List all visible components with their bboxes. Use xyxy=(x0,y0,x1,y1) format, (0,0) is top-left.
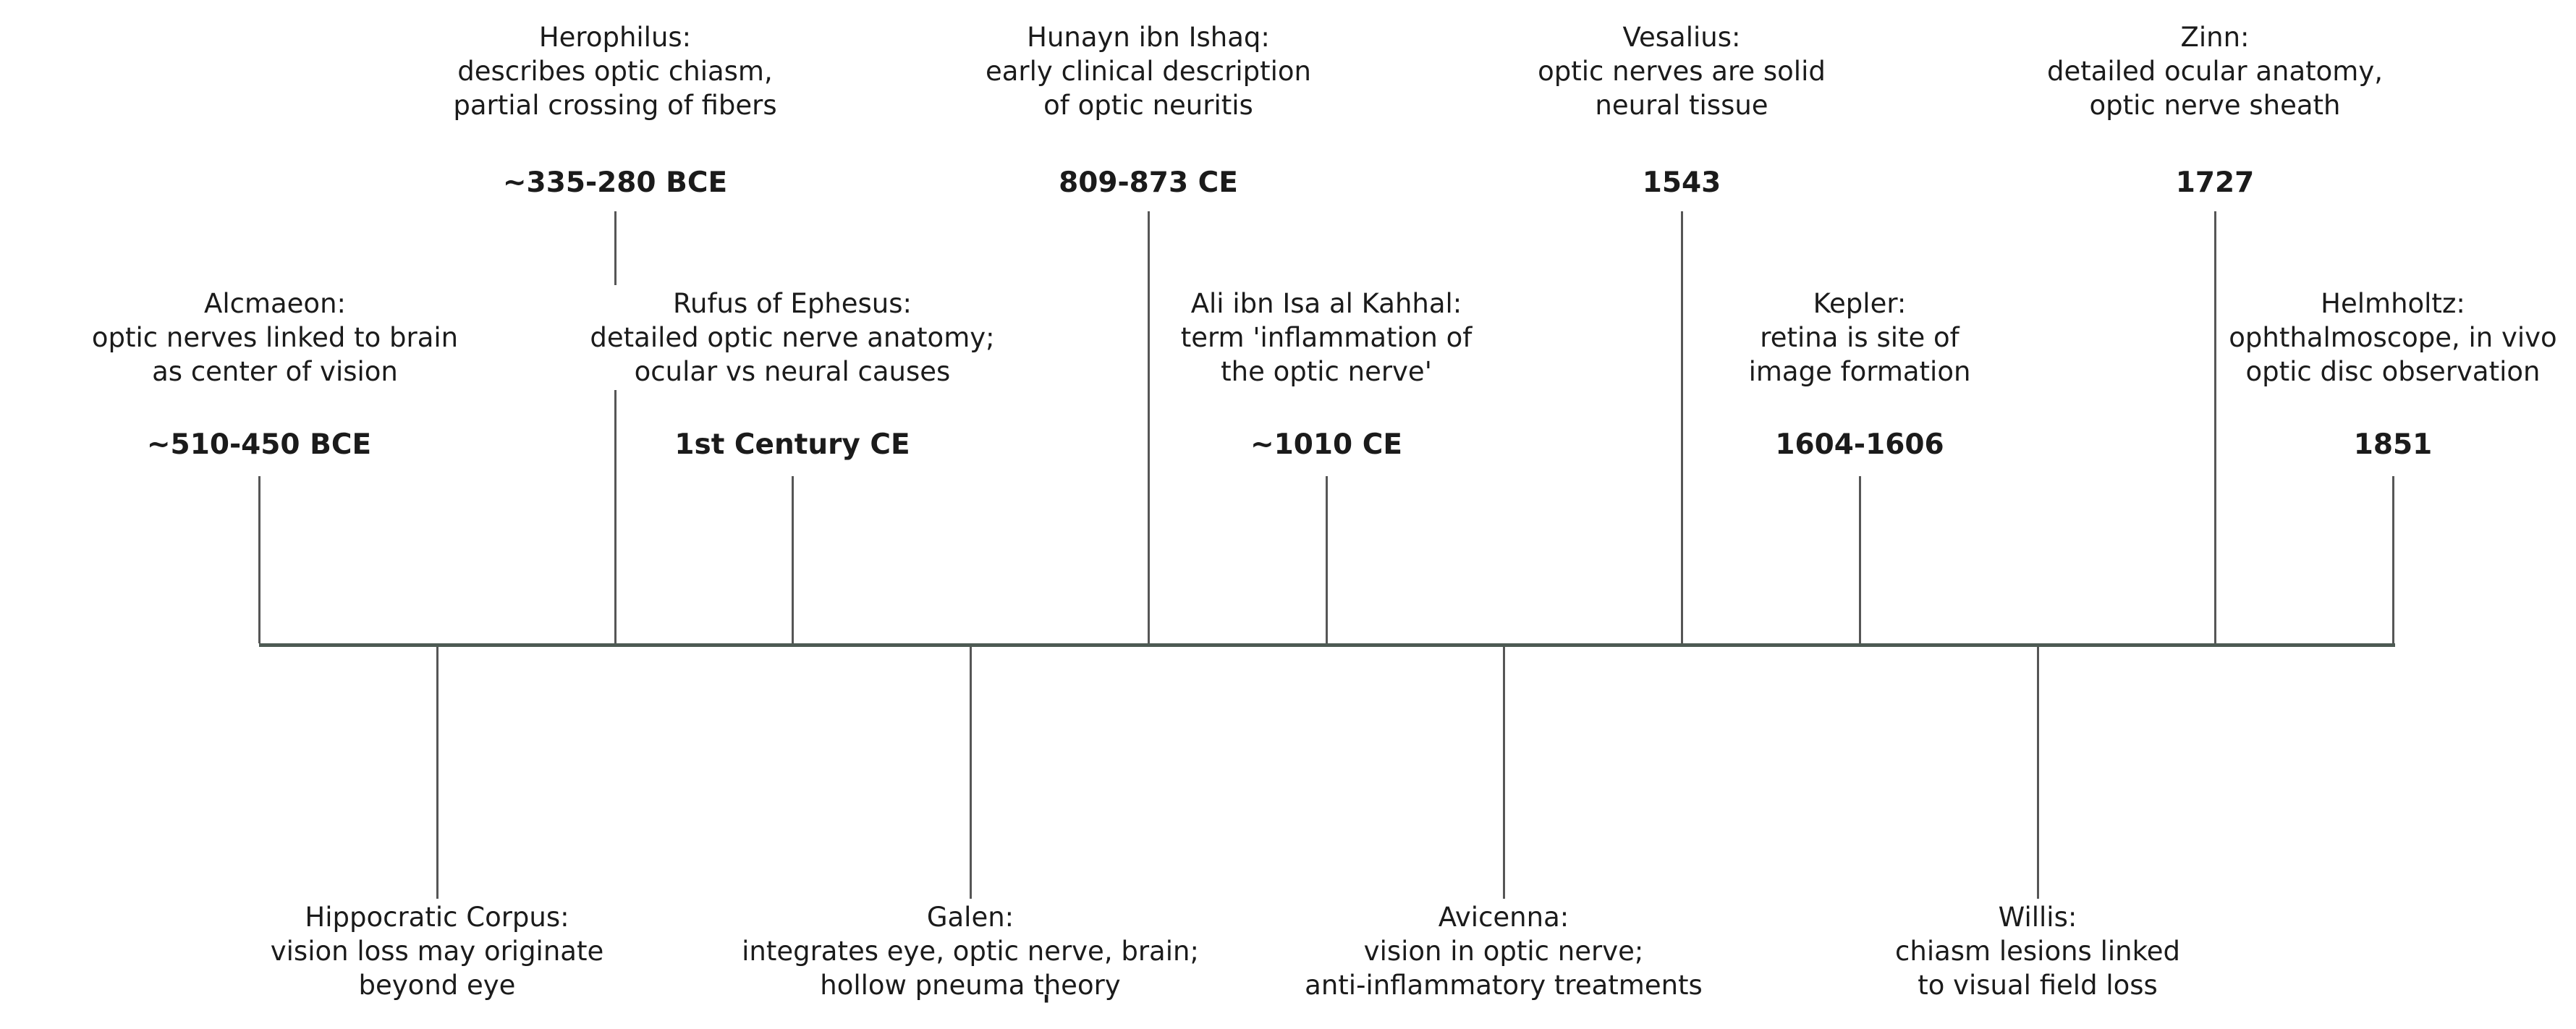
event-rufus-label: Rufus of Ephesus: detailed optic nerve a… xyxy=(580,285,1005,390)
event-desc: optic nerves are solid xyxy=(1538,56,1826,87)
event-kepler-date: 1604-1606 xyxy=(1768,426,1952,464)
event-name: Galen: xyxy=(926,902,1014,933)
event-desc: detailed ocular anatomy, xyxy=(2047,56,2383,87)
event-helmholtz-date: 1851 xyxy=(2346,426,2440,464)
event-desc: to visual field loss xyxy=(1918,970,2158,1001)
event-desc: retina is site of xyxy=(1760,322,1959,353)
event-desc: partial crossing of fibers xyxy=(453,90,777,121)
event-hunayn-label: Hunayn ibn Ishaq: early clinical descrip… xyxy=(975,19,1321,124)
event-desc: beyond eye xyxy=(358,970,516,1001)
event-desc: vision in optic nerve; xyxy=(1363,936,1644,967)
event-zinn-date: 1727 xyxy=(2168,164,2262,202)
event-desc: integrates eye, optic nerve, brain; xyxy=(742,936,1199,967)
event-desc: term 'inflammation of xyxy=(1180,322,1473,353)
event-name: Hippocratic Corpus: xyxy=(305,902,569,933)
event-desc: anti-inflammatory treatments xyxy=(1305,970,1703,1001)
event-name: Vesalius: xyxy=(1622,22,1741,53)
event-name: Rufus of Ephesus: xyxy=(673,288,912,319)
event-desc: chiasm lesions linked xyxy=(1895,936,2180,967)
event-avicenna-label: Avicenna: vision in optic nerve; anti-in… xyxy=(1295,899,1713,1004)
event-desc: describes optic chiasm, xyxy=(457,56,773,87)
event-herophilus-label: Herophilus: describes optic chiasm, part… xyxy=(443,19,787,124)
event-ali-label: Ali ibn Isa al Kahhal: term 'inflammatio… xyxy=(1170,285,1483,390)
connector-willis xyxy=(2037,647,2039,901)
event-name: Zinn: xyxy=(2180,22,2250,53)
event-name: Hunayn ibn Ishaq: xyxy=(1027,22,1270,53)
event-name: Herophilus: xyxy=(538,22,692,53)
event-hippocratic-label: Hippocratic Corpus: vision loss may orig… xyxy=(260,899,614,1004)
connector-ali xyxy=(1326,476,1328,643)
event-willis-label: Willis: chiasm lesions linked to visual … xyxy=(1885,899,2190,1004)
event-herophilus-date: ~335-280 BCE xyxy=(495,164,735,202)
event-desc: optic nerves linked to brain xyxy=(91,322,459,353)
event-zinn-label: Zinn: detailed ocular anatomy, optic ner… xyxy=(2037,19,2393,124)
event-desc: optic disc observation xyxy=(2245,356,2541,387)
event-desc: vision loss may originate xyxy=(270,936,604,967)
connector-rufus xyxy=(792,476,794,643)
connector-helmholtz xyxy=(2392,476,2394,643)
event-desc: detailed optic nerve anatomy; xyxy=(590,322,995,353)
event-hunayn-date: 809-873 CE xyxy=(1051,164,1245,202)
event-rufus-date: 1st Century CE xyxy=(667,426,918,464)
event-name: Ali ibn Isa al Kahhal: xyxy=(1190,288,1462,319)
event-vesalius-label: Vesalius: optic nerves are solid neural … xyxy=(1528,19,1836,124)
event-name: Willis: xyxy=(1998,902,2077,933)
event-galen-label: Galen: integrates eye, optic nerve, brai… xyxy=(732,899,1209,1004)
event-desc: image formation xyxy=(1748,356,1971,387)
connector-vesalius xyxy=(1681,211,1683,643)
event-name: Helmholtz: xyxy=(2321,288,2465,319)
connector-alcmaeon xyxy=(258,476,260,643)
timeline-axis xyxy=(259,643,2395,647)
event-desc: early clinical description xyxy=(986,56,1311,87)
event-desc: as center of vision xyxy=(152,356,398,387)
connector-herophilus xyxy=(614,211,617,643)
event-kepler-label: Kepler: retina is site of image formatio… xyxy=(1738,285,1981,390)
event-name: Alcmaeon: xyxy=(204,288,346,319)
event-vesalius-date: 1543 xyxy=(1635,164,1729,202)
event-desc: ocular vs neural causes xyxy=(634,356,951,387)
event-desc: the optic nerve' xyxy=(1221,356,1432,387)
event-ali-date: ~1010 CE xyxy=(1242,426,1410,464)
event-helmholtz-label: Helmholtz: ophthalmoscope, in vivo optic… xyxy=(2219,285,2567,390)
stray-mark: ' xyxy=(1042,990,1051,1023)
connector-kepler xyxy=(1859,476,1861,643)
event-desc: hollow pneuma theory xyxy=(820,970,1121,1001)
event-name: Avicenna: xyxy=(1438,902,1569,933)
event-desc: ophthalmoscope, in vivo xyxy=(2229,322,2557,353)
event-desc: optic nerve sheath xyxy=(2089,90,2341,121)
connector-hunayn xyxy=(1148,211,1150,643)
event-name: Kepler: xyxy=(1813,288,1907,319)
connector-zinn xyxy=(2214,211,2216,643)
event-desc: neural tissue xyxy=(1595,90,1768,121)
connector-galen xyxy=(970,647,972,901)
event-alcmaeon-label: Alcmaeon: optic nerves linked to brain a… xyxy=(81,285,469,390)
connector-hippocratic xyxy=(436,647,438,901)
event-desc: of optic neuritis xyxy=(1043,90,1253,121)
event-alcmaeon-date: ~510-450 BCE xyxy=(139,426,379,464)
connector-avicenna xyxy=(1503,647,1505,901)
